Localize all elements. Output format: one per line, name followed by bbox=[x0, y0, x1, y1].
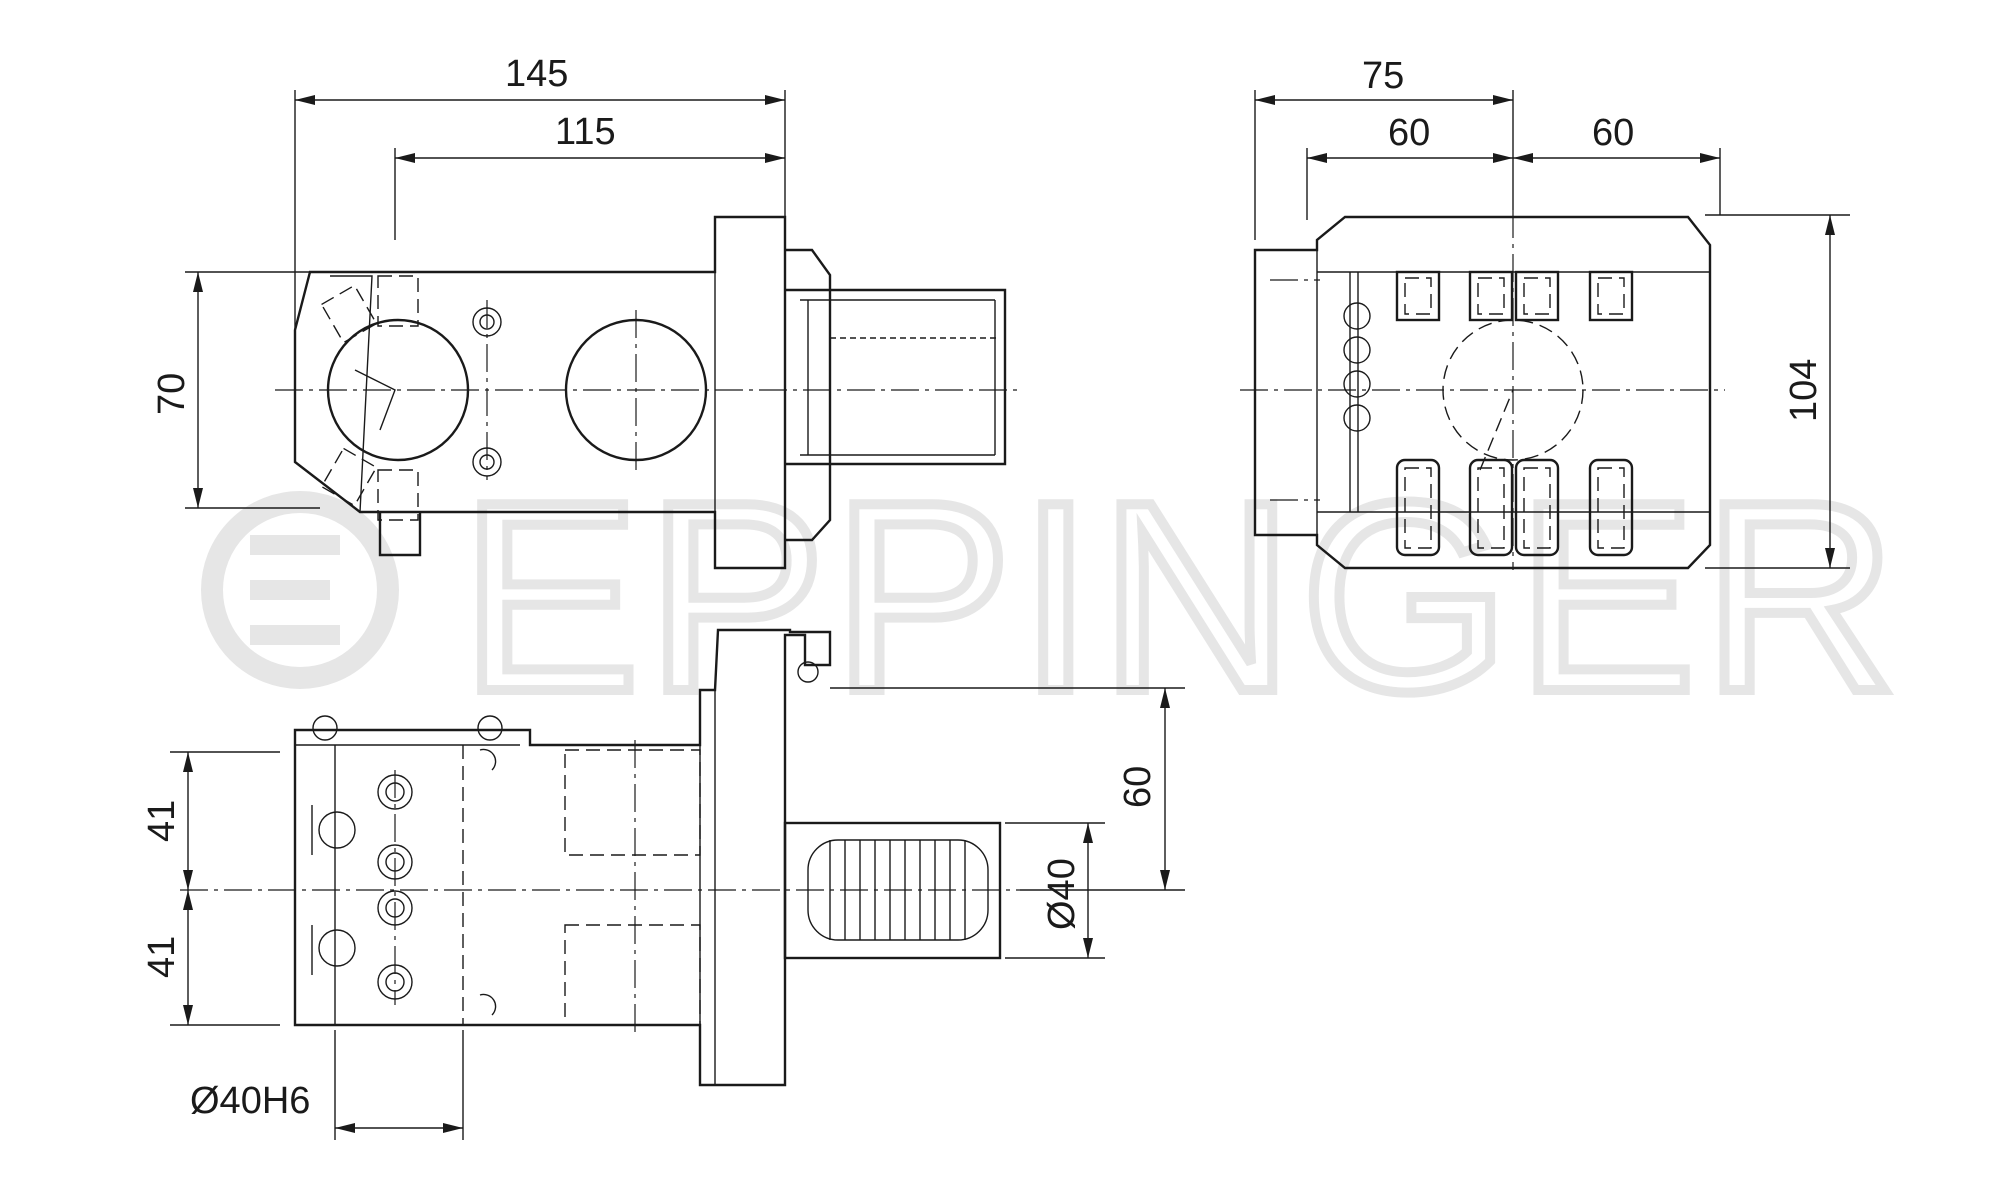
dim-41-upper-label: 41 bbox=[141, 800, 183, 842]
dim-60-label: 60 bbox=[1117, 766, 1159, 808]
dim-dia40-label: Ø40 bbox=[1041, 858, 1083, 930]
dim-41-lower-label: 41 bbox=[141, 936, 183, 978]
top-view-clamp-lower bbox=[377, 469, 419, 521]
dim-115-label: 115 bbox=[555, 111, 616, 153]
eppinger-logo-icon bbox=[201, 491, 399, 689]
top-view-shank bbox=[785, 288, 1007, 466]
side-view: 75 60 60 104 bbox=[1240, 55, 1850, 570]
front-view: 41 41 60 Ø40 Ø40H6 bbox=[141, 628, 1185, 1140]
top-view-chevron bbox=[354, 369, 396, 431]
top-view-body-outline bbox=[293, 215, 787, 570]
watermark-text: EPPINGER bbox=[460, 447, 1903, 748]
dim-70-label: 70 bbox=[151, 373, 193, 415]
dim-145-label: 145 bbox=[505, 53, 568, 95]
dim-60-left-label: 60 bbox=[1388, 112, 1430, 154]
watermark: EPPINGER bbox=[201, 442, 1903, 753]
top-view-flange-step bbox=[785, 248, 832, 542]
dim-75-label: 75 bbox=[1362, 55, 1404, 97]
dim-bore-label: Ø40H6 bbox=[190, 1080, 310, 1122]
top-view-pin bbox=[378, 512, 422, 557]
dim-60-right-label: 60 bbox=[1592, 112, 1634, 154]
top-view-shank-inner bbox=[800, 299, 996, 456]
top-view-corner-line bbox=[330, 275, 373, 513]
dim-104-label: 104 bbox=[1783, 359, 1825, 422]
top-view-clamp-upper bbox=[377, 275, 419, 327]
top-view: 145 115 70 bbox=[151, 53, 1020, 570]
